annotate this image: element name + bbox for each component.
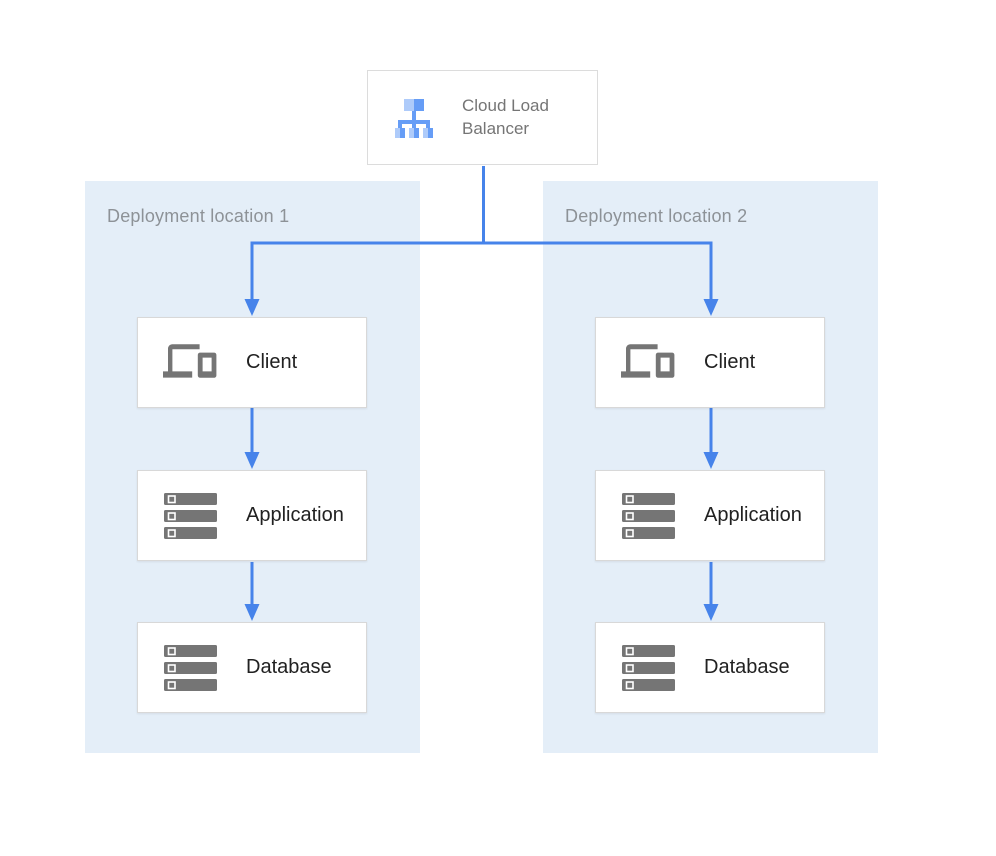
- server-stack-icon: [164, 492, 217, 539]
- arrowheads: [244, 299, 719, 621]
- node-client-1: Client: [137, 317, 367, 408]
- node-application-1: Application: [137, 470, 367, 561]
- server-stack-icon: [164, 644, 217, 691]
- node-database-1: Database: [137, 622, 367, 713]
- server-stack-icon: [622, 492, 675, 539]
- node-label: Database: [246, 656, 332, 678]
- node-label: Database: [704, 656, 790, 678]
- node-label: Client: [704, 351, 756, 373]
- node-application-2: Application: [595, 470, 825, 561]
- devices-icon: [163, 343, 217, 378]
- load-balancer-icon: [395, 98, 433, 138]
- deployment-zone-1-label: Deployment location 1: [107, 206, 290, 226]
- devices-icon: [621, 343, 675, 378]
- edge-lb-split: [250, 241, 713, 301]
- node-label: Application: [246, 504, 344, 526]
- deployment-zone-2-label: Deployment location 2: [565, 206, 748, 226]
- load-balancer-label: Cloud Load Balancer: [462, 96, 549, 138]
- node-database-2: Database: [595, 622, 825, 713]
- node-label: Application: [704, 504, 802, 526]
- node-label: Client: [246, 351, 298, 373]
- node-client-2: Client: [595, 317, 825, 408]
- load-balancer-node: Cloud Load Balancer: [367, 70, 598, 165]
- server-stack-icon: [622, 644, 675, 691]
